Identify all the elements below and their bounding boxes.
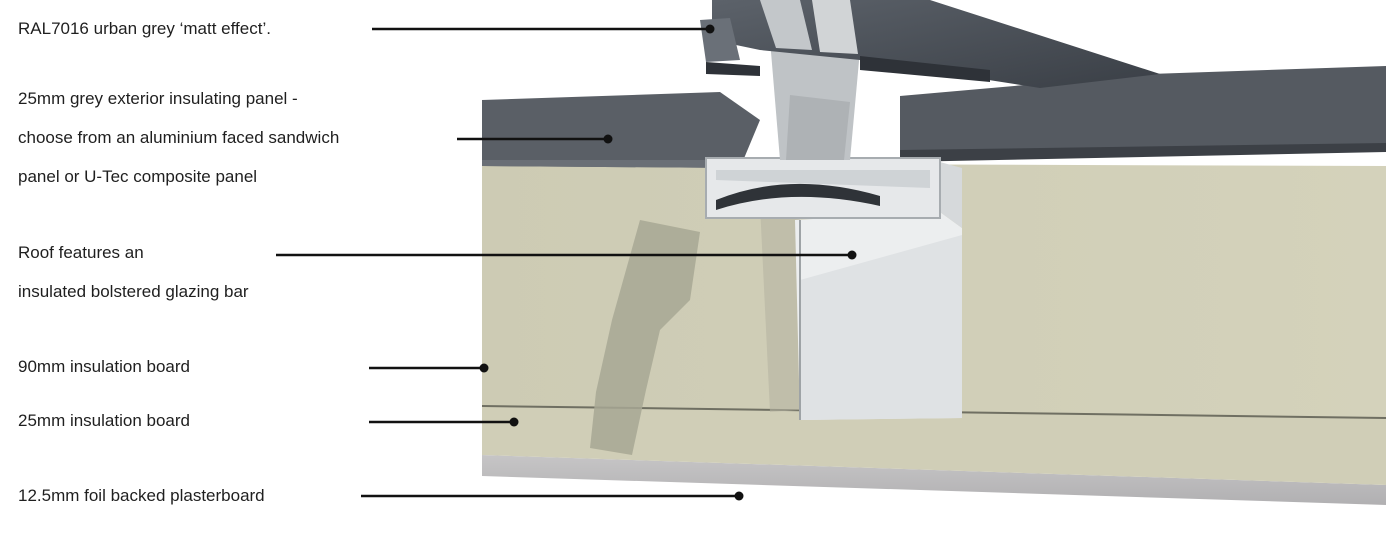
callout-text: panel or U-Tec composite panel — [18, 167, 258, 186]
callout-leader-glazing-bar — [276, 250, 857, 260]
callout-text: Roof features an — [18, 243, 144, 262]
callout-insulation-90-label: 90mm insulation board — [18, 357, 190, 377]
callout-insulation-25-label: 25mm insulation board — [18, 411, 190, 431]
callout-text: 25mm grey exterior insulating panel - — [18, 89, 298, 108]
callout-text: choose from an aluminium faced sandwich — [18, 128, 340, 147]
capping — [700, 0, 1160, 88]
callout-leader-panel — [457, 134, 613, 144]
callout-leader-plasterboard — [361, 491, 744, 501]
callout-text: 12.5mm foil backed plasterboard — [18, 486, 265, 505]
callout-panel-label: 25mm grey exterior insulating panel - ch… — [18, 89, 339, 206]
grey-exterior-panel — [482, 66, 1386, 168]
callout-leader-capping — [372, 24, 715, 34]
plasterboard-layer — [482, 455, 1386, 505]
callout-leader-insulation-25 — [369, 417, 519, 427]
callout-plasterboard-label: 12.5mm foil backed plasterboard — [18, 486, 265, 506]
callout-text: insulated bolstered glazing bar — [18, 282, 249, 301]
callout-text: 90mm insulation board — [18, 357, 190, 376]
callout-leader-insulation-90 — [369, 363, 489, 373]
callout-text: RAL7016 urban grey ‘matt effect’. — [18, 19, 271, 38]
callout-capping-label: RAL7016 urban grey ‘matt effect’. — [18, 19, 271, 39]
callout-glazing-bar-label: Roof features an insulated bolstered gla… — [18, 243, 249, 321]
shadow — [590, 205, 800, 455]
callout-text: 25mm insulation board — [18, 411, 190, 430]
glazing-bar — [705, 40, 962, 420]
